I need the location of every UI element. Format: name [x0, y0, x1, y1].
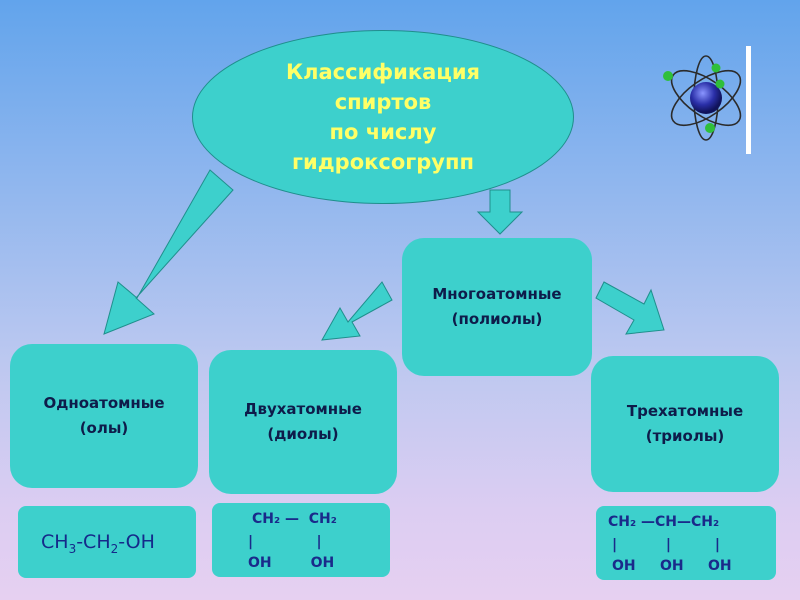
- triol-sublabel: (триолы): [645, 427, 725, 445]
- arrow-to-monohydric: [103, 169, 234, 335]
- diol-box: Двухатомные (диолы): [209, 350, 397, 494]
- polyatomic-sublabel: (полиолы): [451, 310, 543, 328]
- atom-icon: [663, 55, 742, 141]
- diol-formula-row-1: CH₂ — CH₂: [252, 511, 337, 527]
- triol-formula-row-1: CH₂ —CH—CH₂: [608, 514, 720, 530]
- monohydric-sublabel: (олы): [79, 419, 129, 437]
- formula-monohydric: CH3-CH2-OH: [18, 506, 196, 578]
- formula-triol: CH₂ —CH—CH₂ | | | OH OH OH: [596, 506, 776, 580]
- title-line-2: спиртов: [334, 90, 432, 114]
- formula-oh: -OH: [118, 531, 155, 553]
- diol-formula-row-3: OH OH: [248, 555, 335, 571]
- formula-sub2: 2: [110, 541, 119, 556]
- formula-ch2: -CH: [76, 531, 111, 553]
- polyatomic-box: Многоатомные (полиолы): [402, 238, 592, 376]
- arrow-to-diol: [321, 281, 393, 341]
- triol-box: Трехатомные (триолы): [591, 356, 779, 492]
- polyatomic-label: Многоатомные: [432, 285, 562, 303]
- triol-formula-row-3: OH OH OH: [612, 558, 732, 574]
- title-line-3: по числу: [329, 120, 437, 144]
- monohydric-label: Одноатомные: [43, 394, 165, 412]
- diagram-title: Классификация спиртов по числу гидроксог…: [286, 57, 480, 177]
- triol-label: Трехатомные: [626, 402, 744, 420]
- title-line-4: гидроксогрупп: [292, 150, 474, 174]
- diol-sublabel: (диолы): [267, 425, 339, 443]
- diol-formula-row-2: | |: [248, 534, 322, 550]
- formula-ch3: CH: [41, 531, 69, 553]
- arrow-to-triol: [595, 281, 665, 335]
- title-line-1: Классификация: [285, 60, 481, 84]
- formula-diol: CH₂ — CH₂ | | OH OH: [212, 503, 390, 577]
- title-ellipse: Классификация спиртов по числу гидроксог…: [192, 30, 574, 204]
- vertical-bar: [746, 46, 751, 154]
- triol-formula-row-2: | | |: [612, 537, 720, 553]
- arrow-to-polyatomic: [476, 189, 524, 235]
- diol-label: Двухатомные: [244, 400, 362, 418]
- ethanol-formula: CH3-CH2-OH: [41, 531, 155, 556]
- formula-sub3: 3: [68, 541, 77, 556]
- monohydric-box: Одноатомные (олы): [10, 344, 198, 488]
